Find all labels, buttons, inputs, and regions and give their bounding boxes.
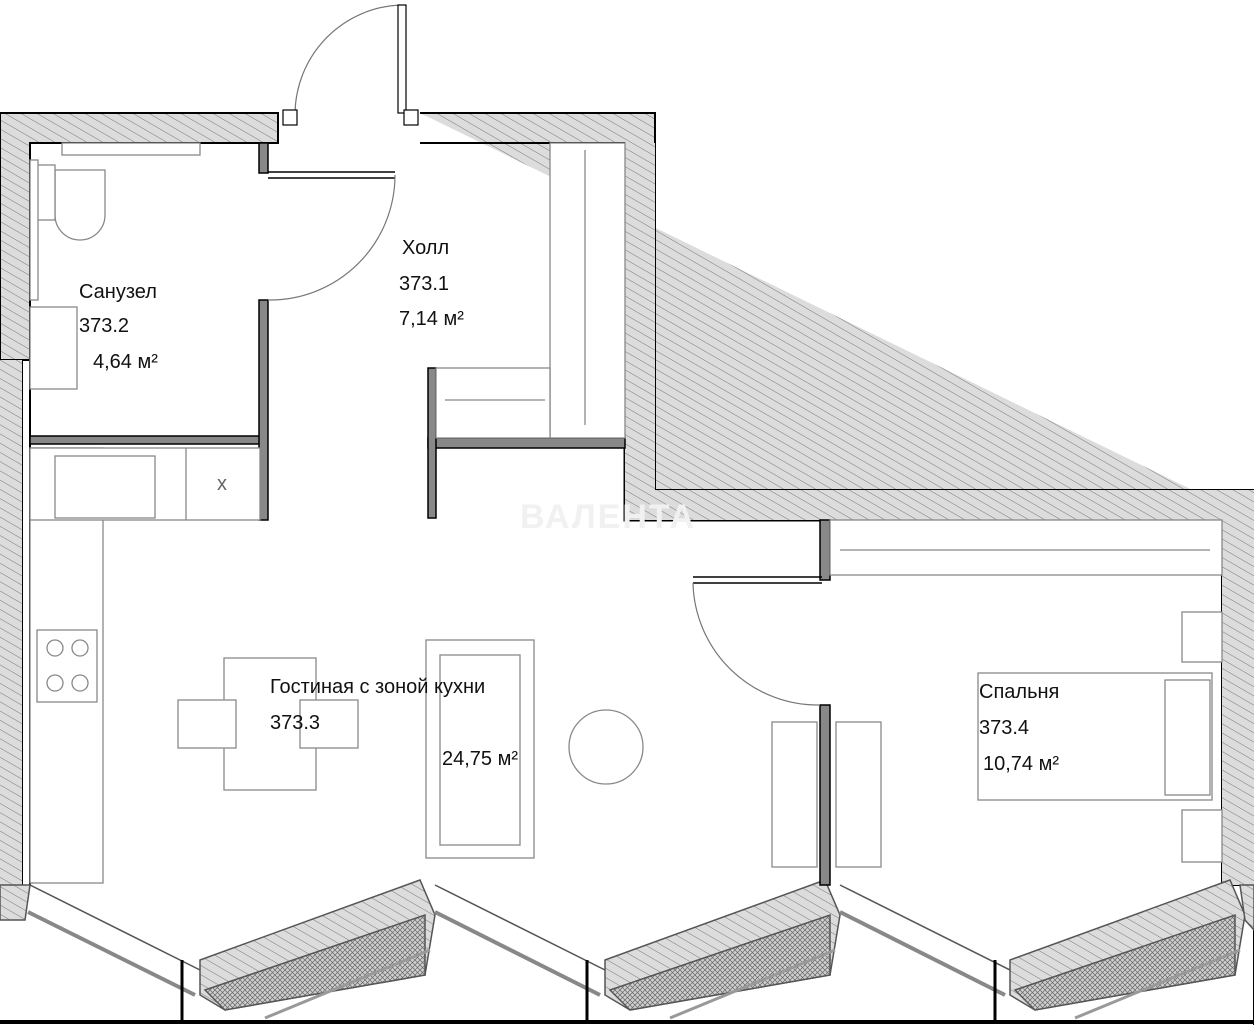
entrance-door-swing — [294, 4, 401, 114]
fridge-mark: x — [217, 473, 227, 495]
room-name: Холл — [402, 237, 450, 259]
windows — [0, 879, 1254, 1022]
room-name: Гостиная с зоной кухни — [270, 676, 486, 698]
room-name: Санузел — [79, 281, 157, 303]
cooktop — [36, 629, 98, 703]
wall-left — [21, 360, 31, 885]
bathroom-door-swing — [267, 174, 396, 301]
room-area: 7,14 м² — [399, 308, 464, 330]
room-area: 24,75 м² — [442, 748, 519, 770]
room-area: 4,64 м² — [93, 351, 158, 373]
wall-top-left — [0, 112, 279, 361]
room-number: 373.4 — [979, 717, 1030, 739]
room-number: 373.2 — [79, 315, 130, 337]
room-number: 373.3 — [270, 712, 321, 734]
partitions — [29, 142, 831, 886]
room-number: 373.1 — [399, 273, 450, 295]
furniture — [29, 142, 1223, 884]
coffee-table — [568, 709, 644, 785]
bathtub — [61, 142, 201, 156]
bedroom-door-swing — [692, 582, 821, 706]
wall-right-hatch — [1222, 520, 1254, 885]
bedroom-shelf — [829, 519, 1223, 576]
exterior-walls — [0, 112, 1254, 1025]
room-area: 10,74 м² — [983, 753, 1060, 775]
kitchen-sink — [54, 455, 156, 519]
room-name: Спальня — [979, 681, 1060, 703]
bathroom-sink — [29, 306, 78, 390]
watermark: ВАЛЕНТА — [520, 498, 697, 536]
toilet — [54, 169, 106, 241]
doors — [267, 4, 821, 706]
wardrobe-hall — [549, 142, 626, 439]
